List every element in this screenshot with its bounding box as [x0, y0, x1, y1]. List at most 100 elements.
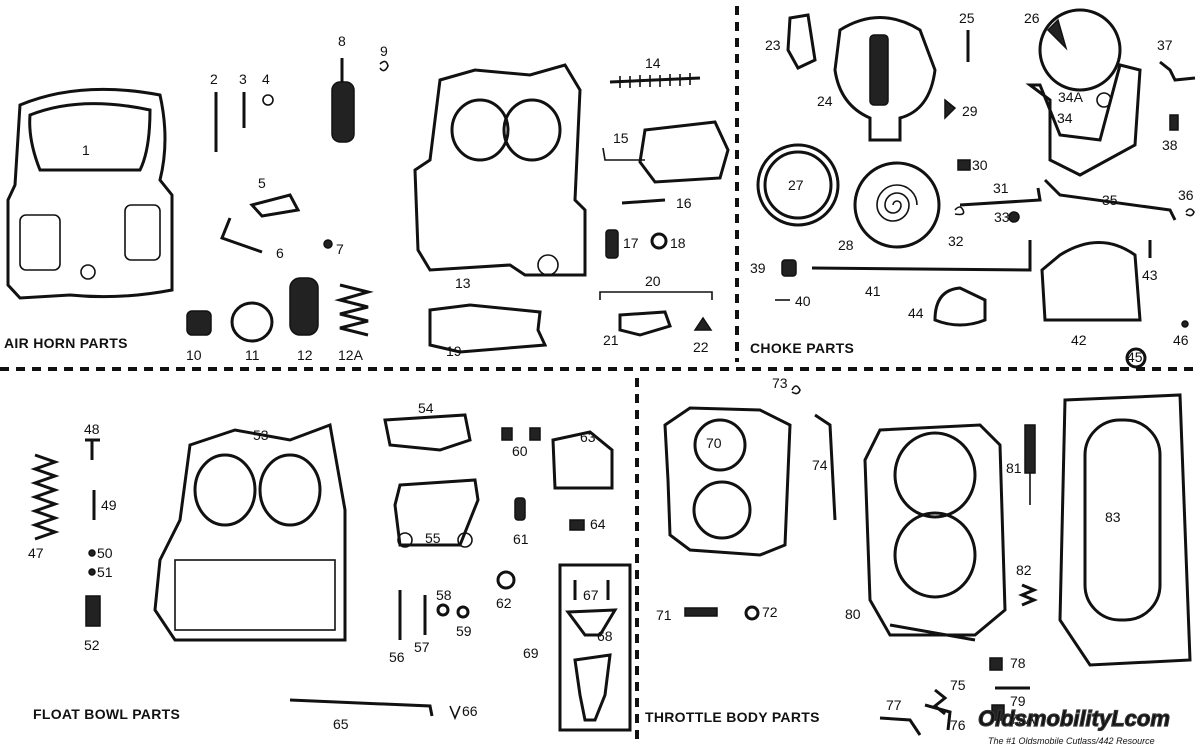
part-69-assembly	[573, 653, 612, 722]
part-23-lever	[786, 13, 817, 70]
part-19-gasket	[428, 303, 548, 354]
label-part-64: 64	[590, 516, 606, 532]
part-13-bore-right	[502, 98, 562, 162]
part-5-bracket	[249, 193, 301, 218]
part-78-screw	[989, 657, 1003, 671]
label-part-73: 73	[772, 375, 788, 391]
label-part-16: 16	[676, 195, 692, 211]
part-45-washer	[1125, 347, 1147, 369]
part-12-filter	[289, 277, 319, 336]
part-55-eye-right	[457, 532, 473, 548]
label-part-48: 48	[84, 421, 100, 437]
label-part-82: 82	[1016, 562, 1032, 578]
part-30-plug	[957, 159, 971, 171]
part-61-jet	[514, 497, 526, 521]
label-part-61: 61	[513, 531, 529, 547]
part-16-pin	[621, 198, 666, 205]
label-part-47: 47	[28, 545, 44, 561]
part-1-gasket	[6, 87, 174, 300]
section-title-throttle-body: THROTTLE BODY PARTS	[645, 709, 820, 725]
part-70-bore-bottom	[692, 480, 752, 540]
label-part-56: 56	[389, 649, 405, 665]
label-part-3: 3	[239, 71, 247, 87]
part-8-pump-spring	[331, 81, 355, 143]
section-title-air-horn: AIR HORN PARTS	[4, 335, 128, 351]
part-21-plate	[618, 310, 672, 337]
label-part-10: 10	[186, 347, 202, 363]
section-title-float-bowl: FLOAT BOWL PARTS	[33, 706, 180, 722]
label-part-57: 57	[414, 639, 430, 655]
part-4-washer	[262, 94, 274, 106]
part-52-insert	[85, 595, 101, 627]
label-part-62: 62	[496, 595, 512, 611]
label-part-34: 34	[1057, 110, 1073, 126]
label-part-27: 27	[788, 177, 804, 193]
part-17-needle	[605, 229, 619, 259]
part-54-gasket	[383, 413, 472, 452]
part-58-washer	[436, 603, 450, 617]
part-6-rod	[220, 217, 263, 254]
part-55-eye-left	[397, 532, 413, 548]
part-70-gasket	[663, 406, 792, 557]
air-horn-parts-group	[6, 58, 730, 354]
label-part-37: 37	[1157, 37, 1173, 53]
label-part-79a: 79A	[1010, 711, 1036, 727]
part-1-hole	[80, 264, 96, 280]
label-part-63: 63	[580, 429, 596, 445]
part-31-rod	[959, 187, 1042, 207]
label-part-21: 21	[603, 332, 619, 348]
label-part-23: 23	[765, 37, 781, 53]
label-part-46: 46	[1173, 332, 1189, 348]
part-51-ball	[88, 568, 96, 576]
part-64-screw	[569, 519, 585, 531]
part-42-valve	[1040, 241, 1142, 322]
part-32-clip	[954, 206, 965, 216]
part-35-rod	[1043, 178, 1177, 221]
label-part-69: 69	[523, 645, 539, 661]
part-65-rod	[289, 698, 434, 717]
label-part-41: 41	[865, 283, 881, 299]
part-27-gasket	[756, 143, 840, 227]
label-part-22: 22	[693, 339, 709, 355]
part-68-plate	[565, 608, 618, 637]
part-72-washer	[744, 605, 760, 621]
throttle-body-parts-group	[663, 385, 1192, 736]
section-title-choke: CHOKE PARTS	[750, 340, 854, 356]
label-part-66: 66	[462, 703, 478, 719]
part-20-bracket-line	[599, 291, 713, 300]
label-part-76: 76	[950, 717, 966, 733]
part-14-coils	[619, 73, 691, 88]
part-66-clip	[449, 705, 461, 721]
part-13-air-horn	[413, 63, 587, 277]
float-bowl-parts-group	[30, 413, 632, 732]
label-part-4: 4	[262, 71, 270, 87]
part-53-bore-right	[258, 453, 322, 527]
part-80-bore-top	[893, 431, 977, 519]
label-part-68: 68	[597, 628, 613, 644]
part-24-housing	[833, 16, 937, 142]
label-part-7: 7	[336, 241, 344, 257]
part-53-bore-left	[193, 453, 257, 527]
label-part-31: 31	[993, 180, 1009, 196]
part-47-spring	[30, 453, 60, 541]
label-part-67: 67	[583, 587, 599, 603]
part-7-screw	[323, 239, 333, 249]
label-part-54: 54	[418, 400, 434, 416]
part-50-ball	[88, 549, 96, 557]
part-53-float-bowl	[153, 422, 347, 642]
label-part-29: 29	[962, 103, 978, 119]
part-60-plug-left	[501, 427, 513, 441]
label-part-26: 26	[1024, 10, 1040, 26]
label-part-45: 45	[1127, 349, 1143, 365]
part-37-clip	[1159, 60, 1196, 82]
part-41-shaft	[811, 240, 1032, 272]
label-part-8: 8	[338, 33, 346, 49]
part-34a-hole	[1096, 92, 1112, 108]
label-part-51: 51	[97, 564, 113, 580]
label-part-71: 71	[656, 607, 672, 623]
label-part-58: 58	[436, 587, 452, 603]
choke-parts-group	[756, 8, 1196, 369]
part-29-clip	[944, 98, 957, 120]
part-14-spring	[609, 76, 701, 84]
part-82-spring	[1018, 583, 1038, 607]
